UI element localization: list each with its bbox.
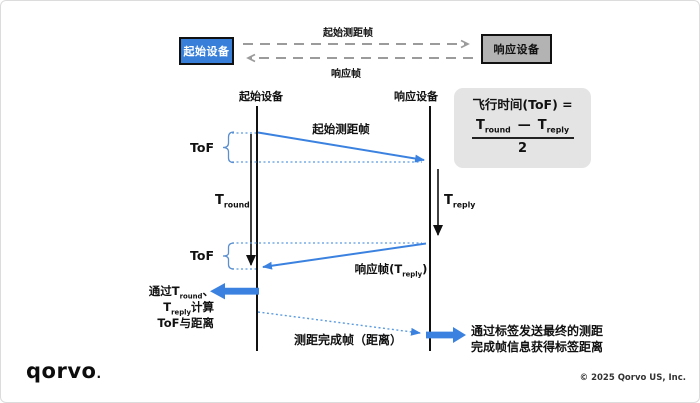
formula-denominator: 2 [517, 141, 528, 157]
compute-note-line2: Treply计算 [163, 300, 214, 317]
compute-note-line3: ToF与距离 [157, 316, 214, 331]
formula-numerator: Tround — Treply [471, 118, 574, 140]
formula-t-round-sub: round [484, 125, 511, 135]
distance-note-line1: 通过标签发送最终的测距 [471, 324, 604, 338]
msg1-arrow [257, 131, 425, 163]
tof2-brace [222, 242, 235, 270]
t-reply-base: T [444, 193, 453, 208]
tof-formula-box: 飞行时间(ToF) = Tround — Treply 2 [454, 88, 591, 168]
tof2-label: ToF [190, 248, 214, 263]
t-reply-label: Treply [444, 193, 475, 209]
msg1-label: 起始测距帧 [312, 122, 370, 136]
qorvo-logo: qorvo. [26, 359, 102, 383]
formula-minus: — [517, 118, 531, 133]
distance-note: 通过标签发送最终的测距 完成帧信息获得标签距离 [471, 324, 651, 355]
copyright-text: © 2025 Qorvo US, Inc. [579, 373, 686, 383]
tof1-brace [222, 131, 235, 164]
distance-output-arrow [426, 327, 466, 343]
msg2-label-pre: 响应帧(T [354, 262, 403, 276]
formula-t-reply-sub: reply [546, 125, 570, 135]
msg2-label-post: ) [422, 262, 428, 276]
formula-t-reply-base: T [537, 118, 547, 133]
initiator-device-box: 起始设备 [179, 37, 234, 65]
distance-note-line2: 完成帧信息获得标签距离 [471, 339, 604, 354]
t-reply-sub: reply [452, 200, 476, 210]
msg2-label: 响应帧(Treply) [326, 261, 456, 278]
responder-device-label: 响应设备 [493, 43, 540, 56]
compute-output-arrow [210, 283, 259, 300]
t-round-label: Tround [215, 193, 250, 209]
t-round-sub: round [223, 200, 250, 210]
msg3-label: 测距完成帧（距离） [293, 333, 402, 347]
msg2-label-sub: reply [402, 270, 423, 279]
initiator-device-label: 起始设备 [183, 45, 230, 58]
initiator-lifeline-label: 起始设备 [239, 90, 283, 103]
top-forward-label: 起始测距帧 [323, 28, 373, 39]
compute-note-line1: 通过Tround、 [148, 284, 214, 301]
t-round-base: T [215, 193, 224, 208]
qorvo-logo-text: qorvo [26, 359, 97, 383]
compute-note: 通过Tround、 Treply计算 ToF与距离 [127, 284, 214, 331]
responder-device-box: 响应设备 [481, 34, 552, 64]
formula-title: 飞行时间(ToF) = [472, 97, 573, 112]
tof1-label: ToF [190, 140, 214, 155]
top-reverse-label: 响应帧 [331, 69, 361, 80]
msg2-arrow [262, 242, 427, 270]
formula-t-round-base: T [475, 118, 485, 133]
qorvo-logo-dot: . [96, 367, 102, 381]
msg3-dotted-arrow [257, 311, 421, 336]
responder-lifeline-label: 响应设备 [394, 90, 438, 103]
